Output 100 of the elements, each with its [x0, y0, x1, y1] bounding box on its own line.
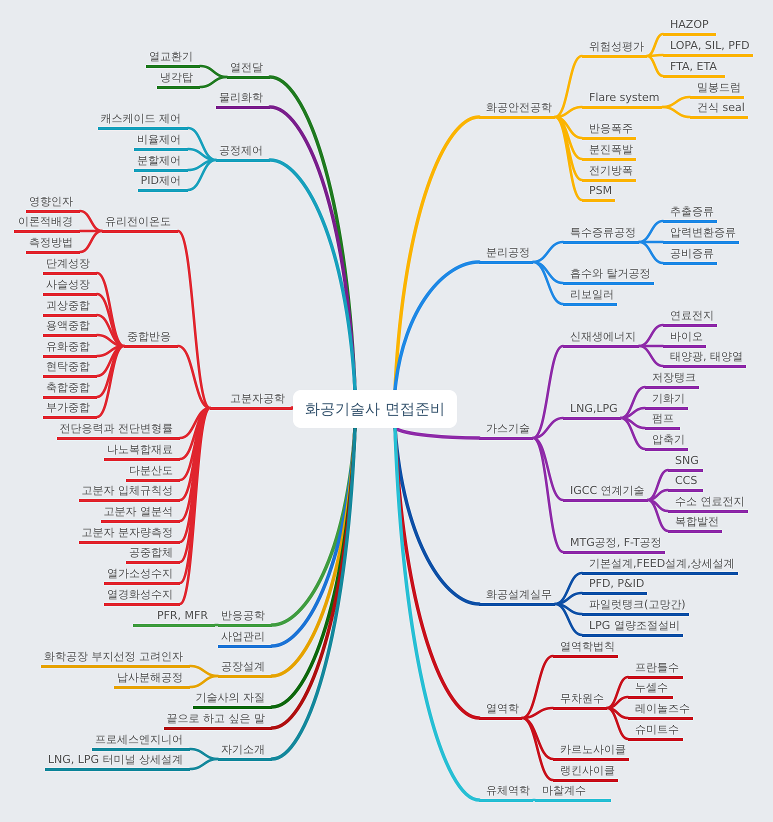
topic-label: IGCC 연계기술 — [570, 484, 645, 499]
topic-label: Flare system — [589, 91, 660, 106]
topic-label: MTG공정, F-T공정 — [570, 536, 662, 551]
topic-label: 현탁중합 — [46, 360, 90, 375]
topic-label: 유화중합 — [46, 340, 90, 355]
topic-label: 전단응력과 전단변형률 — [60, 422, 173, 437]
branch-connector — [96, 292, 126, 348]
topic-label: 화공설계실무 — [486, 588, 552, 603]
branch-connector — [188, 758, 220, 770]
branch-connector — [606, 676, 630, 710]
topic-label: 바이오 — [670, 330, 703, 345]
branch-connector — [520, 716, 554, 782]
topic-label: 나노복합재료 — [107, 443, 173, 458]
topic-label: 측정방법 — [29, 236, 73, 251]
branch-connector — [661, 106, 692, 118]
topic-label: 고분자 입체규칙성 — [82, 484, 173, 499]
branch-connector — [96, 344, 126, 418]
topic-label: 화공안전공학 — [486, 101, 552, 116]
topic-label: HAZOP — [670, 18, 709, 33]
branch-connector — [186, 158, 218, 192]
branch-connector — [646, 468, 670, 502]
branch-connector — [176, 230, 212, 410]
topic-label: 전기방폭 — [589, 164, 633, 179]
topic-label: 중합반응 — [127, 330, 171, 345]
branch-connector — [214, 624, 220, 626]
branch-connector — [290, 406, 295, 410]
topic-label: 용액중합 — [46, 319, 90, 334]
branch-connector — [646, 54, 664, 78]
topic-label: 유체역학 — [486, 784, 530, 799]
branch-connector — [532, 798, 536, 802]
topic-label: 프로세스엔지니어 — [95, 733, 183, 748]
topic-label: 가스기술 — [486, 422, 530, 437]
topic-label: 특수증류공정 — [570, 226, 636, 241]
topic-label: 냉각탑 — [160, 71, 193, 86]
topic-label: 랭킨사이클 — [560, 764, 615, 779]
topic-label: LOPA, SIL, PFD — [670, 39, 750, 54]
topic-label: 비율제어 — [137, 133, 181, 148]
branch-connector — [606, 706, 630, 720]
topic-label: 부가중합 — [46, 401, 90, 416]
topic-label: 분리공정 — [486, 246, 530, 261]
branch-connector — [554, 592, 584, 606]
branch-connector — [646, 54, 664, 58]
branch-connector — [554, 106, 584, 118]
topic-label: PFD, P&ID — [589, 577, 644, 592]
topic-label: 이론적배경 — [18, 215, 73, 230]
branch-connector — [176, 344, 212, 410]
branch-connector — [554, 116, 584, 202]
branch-connector — [393, 426, 481, 440]
topic-label: 물리화학 — [219, 91, 263, 106]
branch-connector — [638, 240, 664, 264]
topic-label: 밀봉드럼 — [697, 81, 741, 96]
topic-label: PSM — [589, 184, 612, 199]
topic-label: 레이놀즈수 — [635, 702, 690, 717]
topic-label: 유리전이온도 — [105, 215, 171, 230]
branch-connector — [638, 240, 664, 244]
topic-label: 공비증류 — [670, 247, 714, 262]
branch-connector — [554, 602, 584, 616]
topic-label: LNG,LPG — [570, 402, 618, 417]
branch-connector — [78, 230, 104, 232]
topic-label: CCS — [675, 474, 698, 489]
topic-label: 화학공장 부지선정 고려인자 — [44, 650, 183, 665]
topic-label: 복합발전 — [675, 515, 719, 530]
branch-connector — [646, 32, 664, 58]
topic-label: 열가소성수지 — [107, 567, 173, 582]
topic-label: FTA, ETA — [670, 60, 717, 75]
topic-label: 괴상중합 — [46, 299, 90, 314]
topic-label: SNG — [675, 454, 699, 469]
branch-connector — [532, 240, 564, 264]
topic-label: 기본설계,FEED설계,상세설계 — [589, 557, 735, 572]
branch-connector — [96, 334, 126, 348]
branch-connector — [619, 416, 646, 450]
branch-connector — [646, 498, 670, 532]
topic-label: 열교환기 — [149, 50, 193, 65]
topic-label: 사업관리 — [221, 630, 265, 645]
central-topic-box — [293, 390, 457, 428]
branch-connector — [520, 706, 554, 720]
branch-connector — [96, 344, 126, 358]
topic-label: 축합중합 — [46, 381, 90, 396]
topic-label: 압력변환증류 — [670, 226, 736, 241]
topic-label: 사슬성장 — [46, 278, 90, 293]
topic-label: 카르노사이클 — [560, 743, 626, 758]
topic-label: 캐스케이드 제어 — [100, 112, 181, 127]
topic-label: 펌프 — [652, 412, 674, 427]
topic-label: 누셀수 — [635, 681, 668, 696]
branch-connector — [198, 64, 228, 78]
topic-label: 납사분해공정 — [117, 671, 183, 686]
topic-label: 다분산도 — [129, 464, 173, 479]
topic-label: 공장설계 — [221, 660, 265, 675]
branch-connector — [532, 344, 564, 440]
branch-connector — [638, 344, 664, 348]
topic-label: LPG 열량조절설비 — [589, 619, 680, 634]
topic-label: 고분자 분자량측정 — [82, 526, 173, 541]
branch-connector — [188, 748, 220, 760]
branch-connector — [638, 344, 664, 368]
branch-connector — [661, 96, 692, 108]
branch-connector — [393, 426, 481, 802]
topic-label: 추출증류 — [670, 205, 714, 220]
topic-label: 열전달 — [230, 61, 263, 76]
branch-connector — [186, 158, 218, 172]
topic-label: 저장탱크 — [652, 371, 696, 386]
